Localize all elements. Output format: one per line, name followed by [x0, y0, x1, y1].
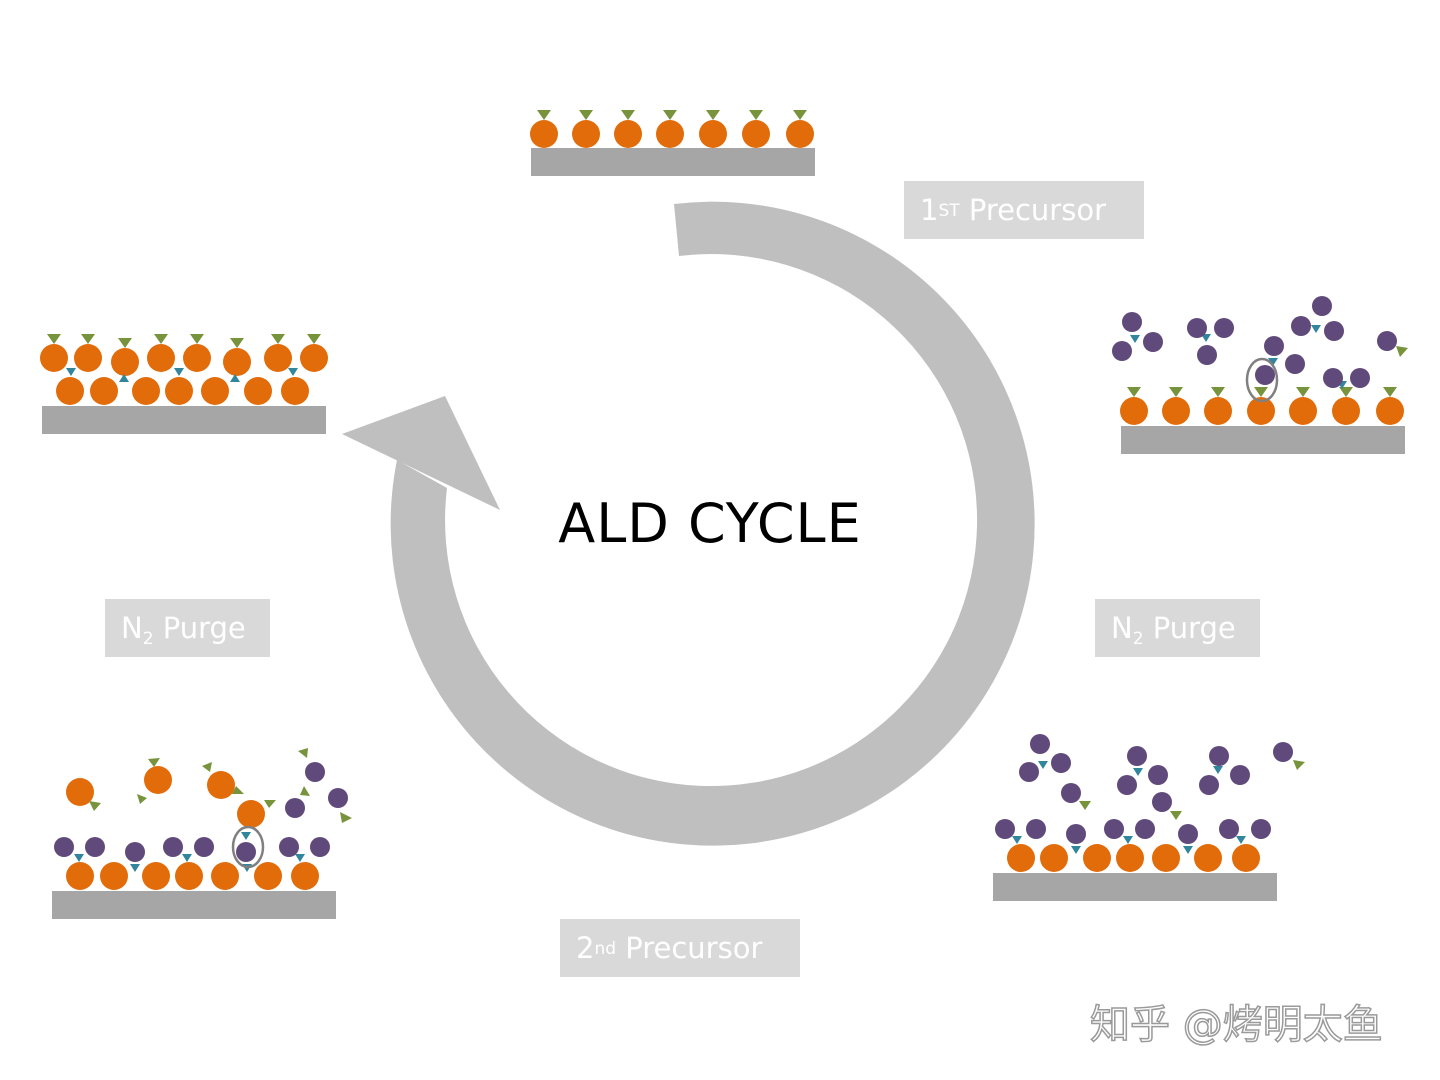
substrate — [1121, 426, 1405, 454]
surface-atoms — [530, 120, 814, 148]
label-purge-right: N2 Purge — [1095, 599, 1260, 657]
cycle-arrow — [342, 201, 1035, 846]
label-purge-left: N2 Purge — [105, 599, 270, 657]
substrate — [42, 406, 326, 434]
label-first-precursor: 1ST Precursor — [904, 181, 1144, 239]
surface-ligands — [537, 110, 807, 120]
reaction-highlight — [231, 825, 265, 869]
stage-after-first-purge — [993, 734, 1305, 901]
stage-second-precursor — [52, 748, 352, 919]
substrate — [993, 873, 1277, 901]
watermark: 知乎 @烤明太鱼 — [1089, 1001, 1383, 1049]
stage-first-precursor — [1112, 296, 1408, 454]
reaction-highlight — [1245, 357, 1279, 403]
stage-initial-surface — [530, 110, 815, 176]
substrate — [531, 148, 815, 176]
cycle-title: ALD CYCLE — [558, 492, 862, 555]
substrate — [52, 891, 336, 919]
stage-completed-layer — [40, 334, 328, 434]
label-second-precursor: 2nd Precursor — [560, 919, 800, 977]
